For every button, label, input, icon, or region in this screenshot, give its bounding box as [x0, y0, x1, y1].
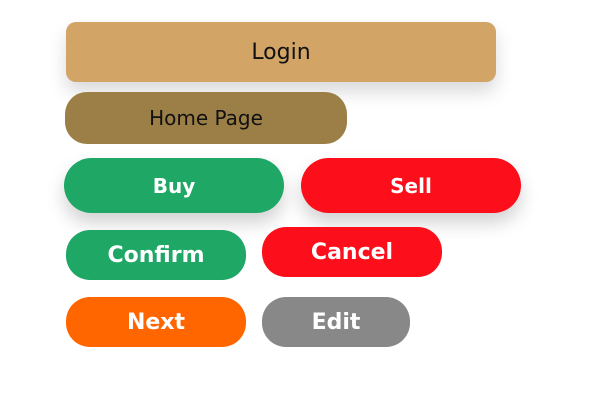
- buy-button[interactable]: Buy: [64, 158, 284, 213]
- login-button[interactable]: Login: [66, 22, 496, 82]
- home-page-button[interactable]: Home Page: [65, 92, 347, 144]
- sell-button[interactable]: Sell: [301, 158, 521, 213]
- confirm-button[interactable]: Confirm: [66, 230, 246, 280]
- next-button[interactable]: Next: [66, 297, 246, 347]
- cancel-button[interactable]: Cancel: [262, 227, 442, 277]
- edit-button[interactable]: Edit: [262, 297, 410, 347]
